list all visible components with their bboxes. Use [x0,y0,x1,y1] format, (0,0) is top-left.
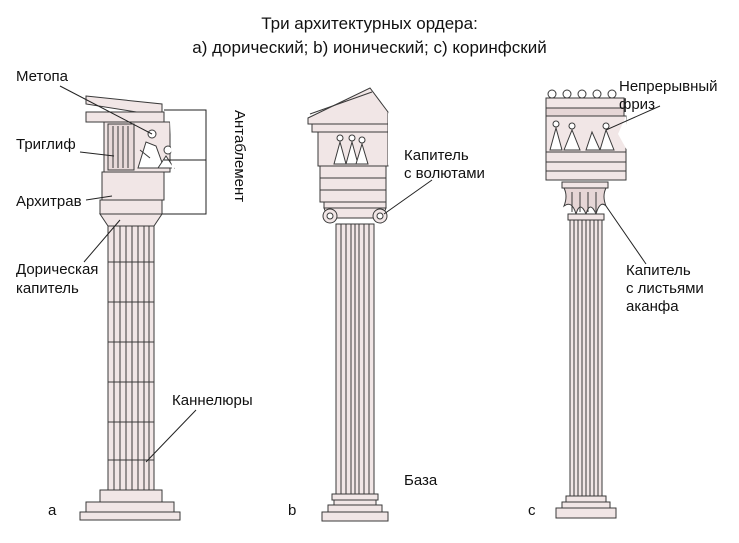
label-frieze-1: Непрерывный [619,78,718,95]
ionic-frieze-figures [333,134,369,165]
ionic-base-torus-2 [327,504,383,513]
label-arkhitrav: Архитрав [16,193,82,210]
label-antablement: Антаблемент [231,110,248,203]
label-volute-capital-1: Капитель [404,147,469,164]
corinthian-necking [567,213,605,221]
label-letter-b: b [288,502,297,519]
doric-step-2 [85,501,175,513]
label-acanthus-2: с листьями [626,280,704,297]
label-baza: База [404,472,438,489]
ionic-column [307,87,396,522]
doric-step-1 [99,489,163,503]
doric-architrave [101,171,165,201]
label-acanthus-1: Капитель [626,262,691,279]
corinthian-abacus [561,181,609,189]
corinthian-flutes [573,220,599,496]
label-doric-capital-1: Дорическая [16,261,99,278]
doric-abacus [99,199,163,215]
label-doric-capital-2: капитель [16,280,79,297]
title-line-2: a) дорический; b) ионический; c) коринфс… [192,38,547,57]
label-metopa: Метопа [16,68,69,85]
ionic-flutes [340,224,370,494]
leader-triglif [79,151,115,157]
corinthian-column [545,89,628,519]
antablement-bracket [162,109,207,215]
leader-arkhitrav [85,195,113,201]
leader-volute [383,179,433,215]
corinthian-lion-heads [547,89,617,99]
doric-drums [108,261,154,461]
label-letter-a: a [48,502,57,519]
doric-flutes [113,226,150,490]
ionic-pediment [307,87,389,125]
corinthian-cornice [545,97,625,109]
corinthian-base-1 [565,495,607,503]
corinthian-architrave [545,151,627,181]
leader-doric-capital [83,219,121,263]
ionic-plinth [321,511,389,522]
label-acanthus-3: аканфа [626,298,679,315]
label-letter-c: c [528,502,536,519]
corinthian-base-2 [561,501,611,509]
leader-metopa [59,85,153,135]
ionic-base-torus-1 [331,493,379,501]
corinthian-dentils [545,107,625,117]
leader-acanthus [605,205,647,265]
label-volute-capital-2: с волютами [404,165,485,182]
label-kannelyury: Каннелюры [172,392,253,409]
doric-triglyph-grooves [112,126,129,168]
ionic-abacus [323,201,387,209]
leader-frieze [605,105,661,131]
corinthian-frieze-figures [549,120,615,151]
doric-cornice [85,111,165,123]
ionic-cut-edge [388,112,396,166]
doric-column [79,95,186,521]
ionic-cornice [311,123,389,133]
corinthian-cut-edge [618,116,628,152]
corinthian-plinth [555,507,617,519]
leader-kannelyury [145,409,197,463]
corinthian-leaf-details [571,192,597,212]
doric-echinus [99,213,163,227]
doric-cut-edge [164,104,186,172]
doric-metope-sculpture [137,129,175,169]
corinthian-acanthus [562,187,607,216]
doric-triglyph [107,123,135,171]
label-frieze-2: фриз [619,96,655,113]
title-line-1: Три архитектурных ордера: [261,14,478,33]
leader-lines [59,85,661,463]
doric-step-3 [79,511,181,521]
label-triglif: Триглиф [16,136,76,153]
doric-shaft [107,225,155,491]
ionic-architrave [319,165,387,203]
ionic-base-scotia [333,499,377,506]
